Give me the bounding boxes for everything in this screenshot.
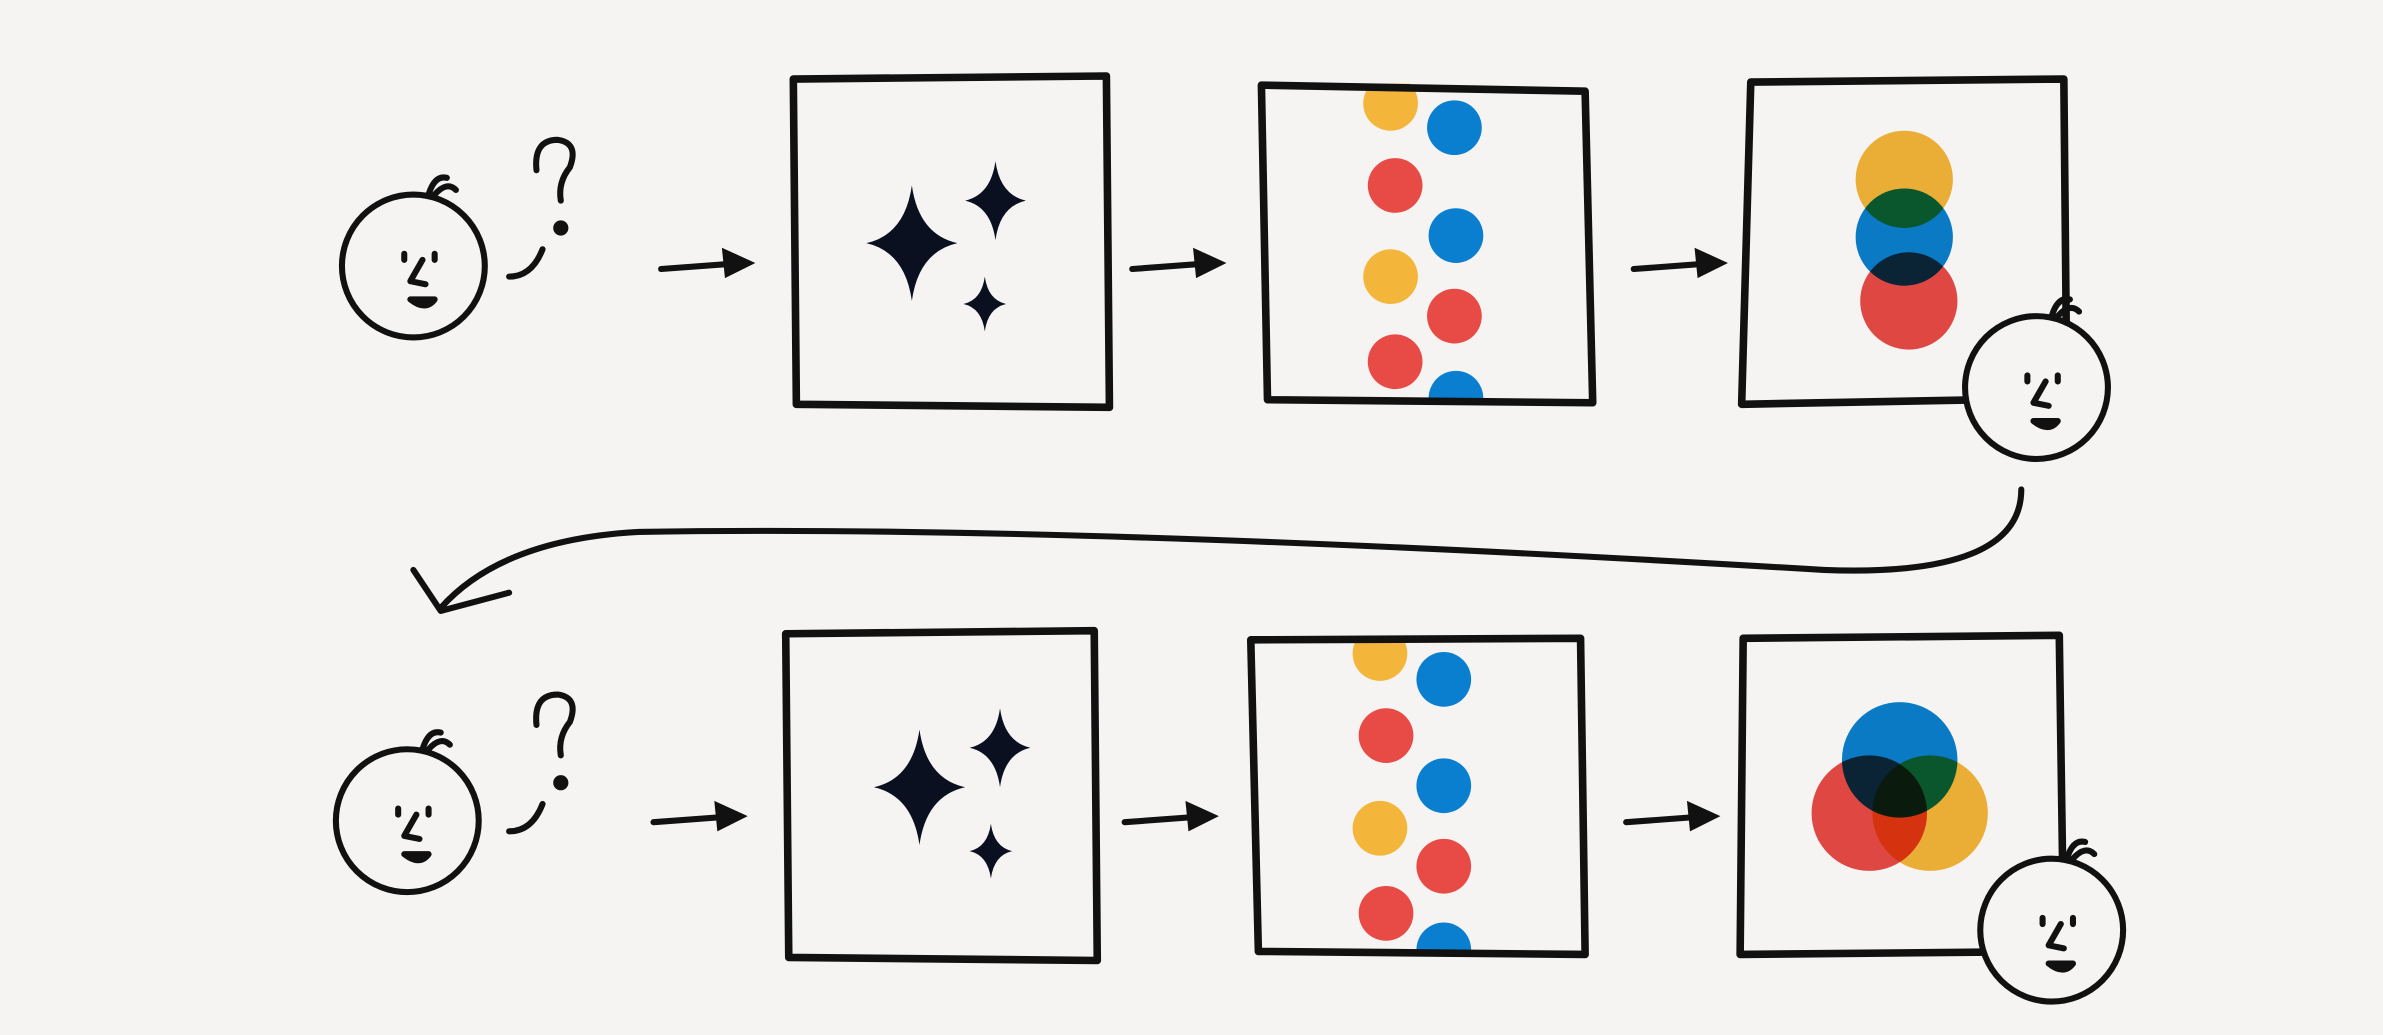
yellow-dot — [1363, 83, 1418, 131]
blue-dot — [1416, 758, 1472, 814]
red-dot — [1358, 886, 1414, 941]
sparkle-box — [781, 626, 1102, 965]
venn-circles-icon — [1855, 130, 1958, 350]
arrow-right-icon — [661, 248, 755, 278]
confused-face-icon — [342, 177, 485, 337]
arrow-right-icon — [1634, 248, 1728, 278]
red-circle — [1811, 755, 1928, 871]
yellow-dot — [1363, 249, 1418, 304]
blue-dot — [1428, 370, 1484, 403]
question-mark-icon — [509, 140, 573, 277]
red-dot — [1416, 838, 1472, 894]
sparkle-box — [789, 72, 1114, 412]
dots-box — [1246, 634, 1589, 959]
red-circle — [1860, 252, 1958, 350]
red-dot — [1367, 158, 1423, 213]
red-dot — [1367, 334, 1423, 390]
colored-dots-icon — [1352, 638, 1472, 955]
arrow-right-icon — [654, 801, 748, 831]
yellow-dot — [1352, 800, 1408, 856]
sparkles-icon — [866, 161, 1026, 332]
yellow-dot — [1352, 638, 1408, 681]
dots-box — [1257, 81, 1597, 407]
red-dot — [1358, 708, 1414, 763]
question-mark-icon — [509, 695, 573, 832]
blue-dot — [1428, 208, 1484, 263]
blue-dot — [1416, 922, 1472, 955]
blue-dot — [1416, 651, 1472, 707]
colored-dots-icon — [1363, 83, 1484, 403]
sparkles-icon — [873, 708, 1031, 879]
row-1 — [342, 72, 2108, 459]
arrow-right-icon — [1132, 248, 1226, 278]
curved-return-arrow-icon — [410, 486, 2025, 615]
venn-circles-icon — [1811, 702, 1988, 871]
red-dot — [1427, 288, 1482, 344]
arrow-right-icon — [1626, 801, 1720, 831]
blue-dot — [1427, 100, 1482, 156]
row-2 — [336, 626, 2123, 1001]
arrow-right-icon — [1125, 801, 1219, 831]
confused-face-icon — [336, 732, 479, 892]
